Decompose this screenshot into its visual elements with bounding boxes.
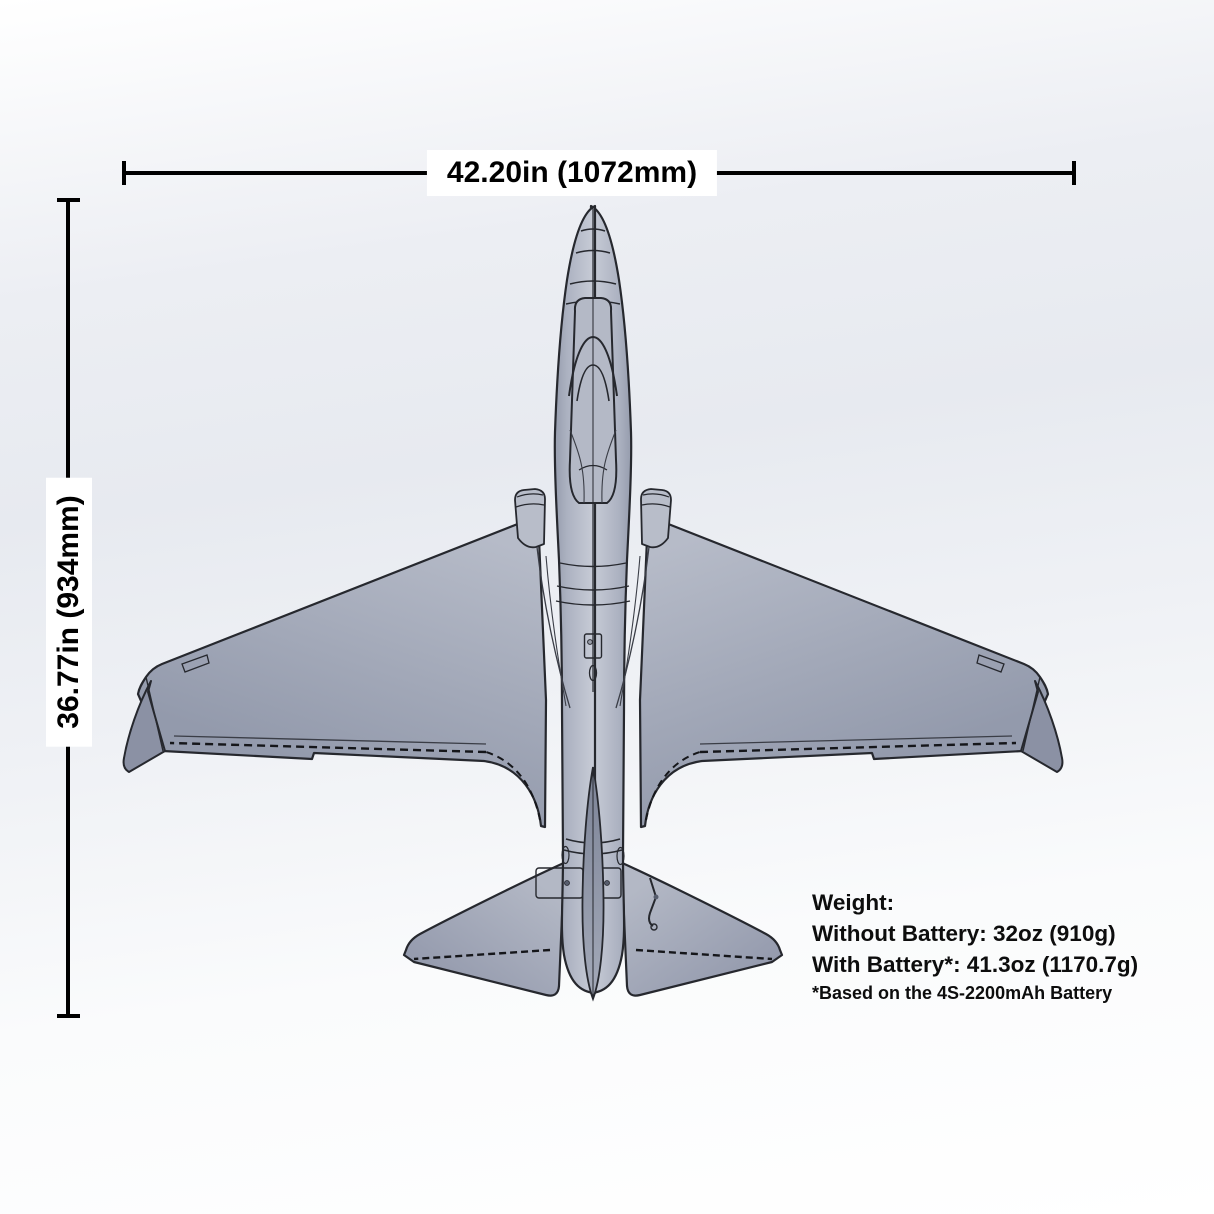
weight-without-battery: Without Battery: 32oz (910g)	[812, 921, 1116, 946]
weight-footnote: *Based on the 4S-2200mAh Battery	[812, 983, 1113, 1003]
airframe	[122, 204, 1064, 1002]
canopy	[568, 297, 618, 504]
weight-title: Weight:	[812, 890, 895, 915]
servo-hatches	[535, 845, 659, 931]
fuselage-hatch	[583, 633, 603, 682]
length-dimension-label: 36.77in (934mm)	[46, 477, 92, 747]
spine-panel-lines	[555, 562, 631, 606]
vertical-fin	[581, 766, 605, 1002]
weight-with-battery: With Battery*: 41.3oz (1170.7g)	[812, 952, 1139, 977]
weight-info-block: Weight: Without Battery: 32oz (910g) Wit…	[812, 887, 1138, 1007]
wingspan-dimension-label: 42.20in (1072mm)	[426, 150, 718, 196]
